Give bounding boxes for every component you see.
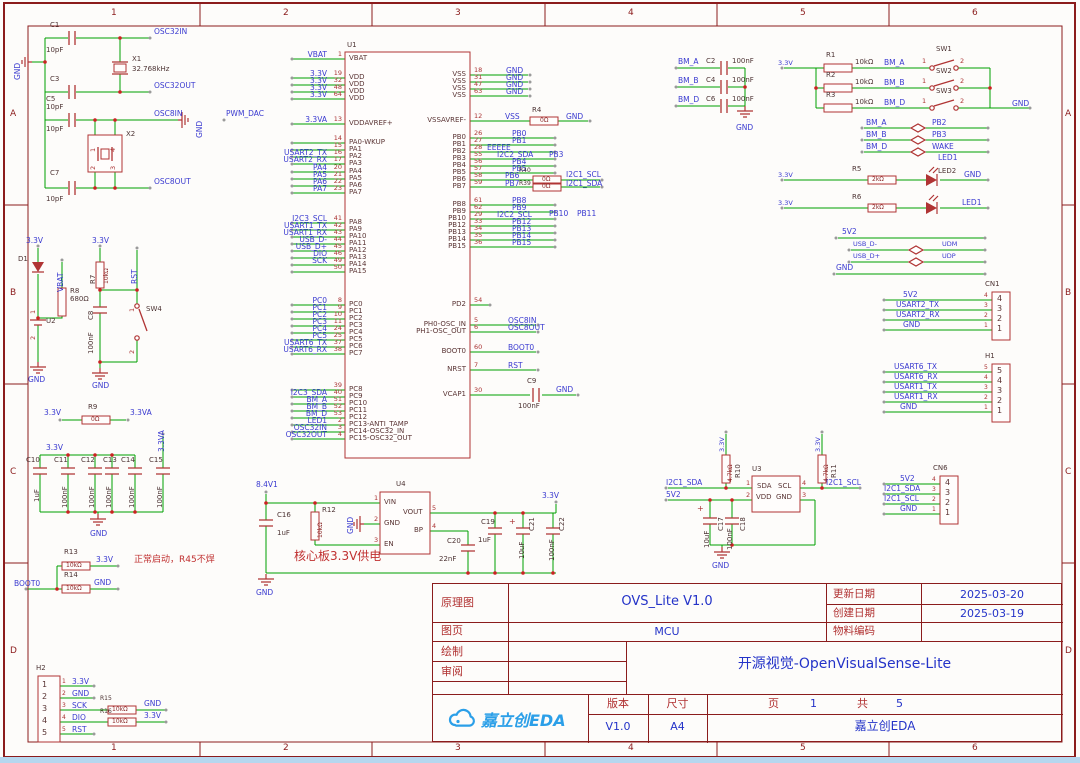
drawn-label: 绘制 bbox=[441, 645, 463, 658]
logo-text: 嘉立创EDA bbox=[481, 711, 566, 730]
total-label: 共 bbox=[857, 697, 868, 710]
tb-line bbox=[433, 661, 626, 662]
gnd-symbol-left bbox=[21, 53, 33, 71]
tb-line bbox=[433, 681, 626, 682]
cloud-icon bbox=[448, 708, 475, 727]
gnd-symbol-right bbox=[177, 111, 189, 129]
tb-line bbox=[588, 694, 589, 743]
gnd-symbol bbox=[257, 573, 275, 586]
gnd-symbol bbox=[713, 546, 731, 559]
tb-line bbox=[433, 694, 1063, 695]
tb-line bbox=[626, 641, 627, 694]
gnd-symbol bbox=[736, 105, 754, 118]
sheet-label: 图页 bbox=[441, 624, 463, 637]
tb-line bbox=[648, 694, 649, 743]
tb-line bbox=[433, 641, 1063, 642]
gnd-symbol-left bbox=[353, 515, 365, 533]
sheet-name: MCU bbox=[654, 625, 680, 638]
net-tie bbox=[908, 245, 924, 255]
led1-symbol bbox=[925, 194, 939, 215]
symbol-strokes bbox=[30, 31, 955, 552]
tb-line bbox=[826, 584, 827, 641]
size-value: A4 bbox=[670, 720, 685, 733]
tb-line bbox=[826, 604, 1063, 605]
created-date: 2025-03-19 bbox=[960, 607, 1024, 620]
junction-dots bbox=[36, 36, 992, 591]
created-label: 创建日期 bbox=[833, 607, 875, 619]
window-edge-strip bbox=[0, 757, 1080, 763]
diode-d1 bbox=[32, 262, 44, 272]
page-label: 页 bbox=[768, 697, 779, 710]
net-tie bbox=[910, 147, 926, 157]
version-label: 版本 bbox=[607, 697, 629, 710]
gnd-symbol bbox=[91, 367, 109, 380]
tb-line bbox=[433, 622, 1063, 623]
updated-date: 2025-03-20 bbox=[960, 588, 1024, 601]
page-number: 1 bbox=[810, 697, 817, 710]
tb-line bbox=[588, 714, 1063, 715]
updated-label: 更新日期 bbox=[833, 588, 875, 600]
endpoint-dots bbox=[24, 36, 1032, 736]
net-tie bbox=[908, 257, 924, 267]
switch-contacts bbox=[134, 65, 959, 341]
size-label: 尺寸 bbox=[666, 697, 689, 710]
wires bbox=[28, 37, 1030, 735]
company-name: 嘉立创EDA bbox=[854, 719, 916, 733]
tb-line bbox=[508, 584, 509, 694]
component-boxes bbox=[37, 51, 1011, 743]
net-tie bbox=[910, 123, 926, 133]
version-value: V1.0 bbox=[605, 720, 631, 733]
material-label: 物料编码 bbox=[833, 625, 875, 637]
led2-symbol bbox=[925, 166, 939, 187]
gnd-symbol bbox=[89, 513, 107, 526]
jlceda-logo: 嘉立创EDA bbox=[447, 700, 592, 738]
net-tie bbox=[910, 135, 926, 145]
project-name: 开源视觉-OpenVisualSense-Lite bbox=[737, 656, 952, 672]
reviewed-label: 审阅 bbox=[441, 665, 463, 678]
total-pages: 5 bbox=[896, 697, 903, 710]
gnd-symbol bbox=[29, 361, 47, 374]
tb-line bbox=[921, 584, 922, 641]
title-block: 原理图 OVS_Lite V1.0 更新日期 2025-03-20 创建日期 2… bbox=[432, 583, 1063, 743]
schematic-label: 原理图 bbox=[441, 596, 474, 609]
tb-line bbox=[707, 694, 708, 743]
schematic-title: OVS_Lite V1.0 bbox=[621, 594, 713, 609]
